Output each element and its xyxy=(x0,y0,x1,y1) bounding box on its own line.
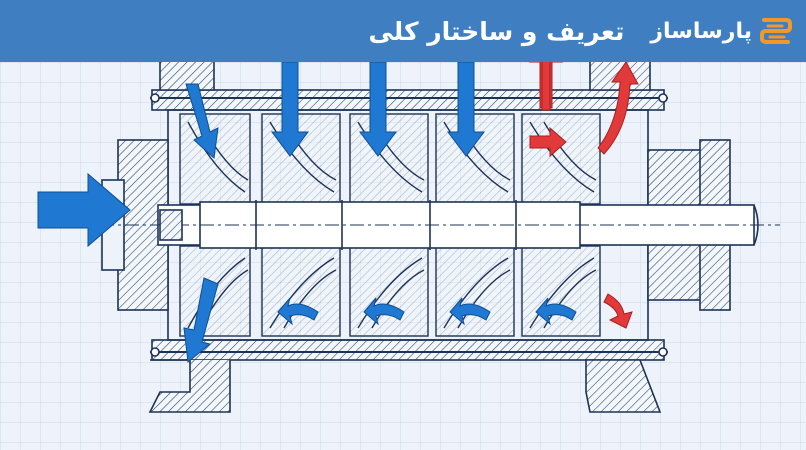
flow-in-arrow xyxy=(449,297,491,326)
flow-out-arrow xyxy=(603,293,633,329)
stage-5 xyxy=(521,113,601,337)
flow-out-arrow xyxy=(529,126,567,158)
flow-in-arrow xyxy=(359,62,397,157)
brand-logo[interactable]: پارساساز xyxy=(650,16,792,46)
stage-2 xyxy=(261,113,341,337)
flow-in-arrow xyxy=(271,62,309,157)
header-bar: تعریف و ساختار کلی پارساساز xyxy=(0,0,806,62)
flow-out-arrow xyxy=(597,62,639,155)
flow-in-arrow xyxy=(183,277,219,363)
flow-in-arrow xyxy=(277,297,319,326)
brand-name: پارساساز xyxy=(650,18,752,44)
flow-in-arrow xyxy=(363,297,405,326)
suction-inlet-arrow xyxy=(37,172,131,248)
flow-in-arrow xyxy=(535,297,577,326)
flow-in-arrows xyxy=(183,62,577,363)
impeller-stages xyxy=(179,113,601,337)
pump-diagram xyxy=(0,62,806,450)
flow-in-arrow xyxy=(185,83,219,160)
parsasaz-logo-icon xyxy=(760,18,792,44)
pump-shaft xyxy=(100,200,780,250)
stage-4 xyxy=(435,113,515,337)
flow-out-arrow xyxy=(541,62,551,111)
flow-out-arrows xyxy=(528,62,639,329)
stage-3 xyxy=(349,113,429,337)
flow-in-arrow xyxy=(447,62,485,157)
page-title: تعریف و ساختار کلی xyxy=(368,16,625,46)
